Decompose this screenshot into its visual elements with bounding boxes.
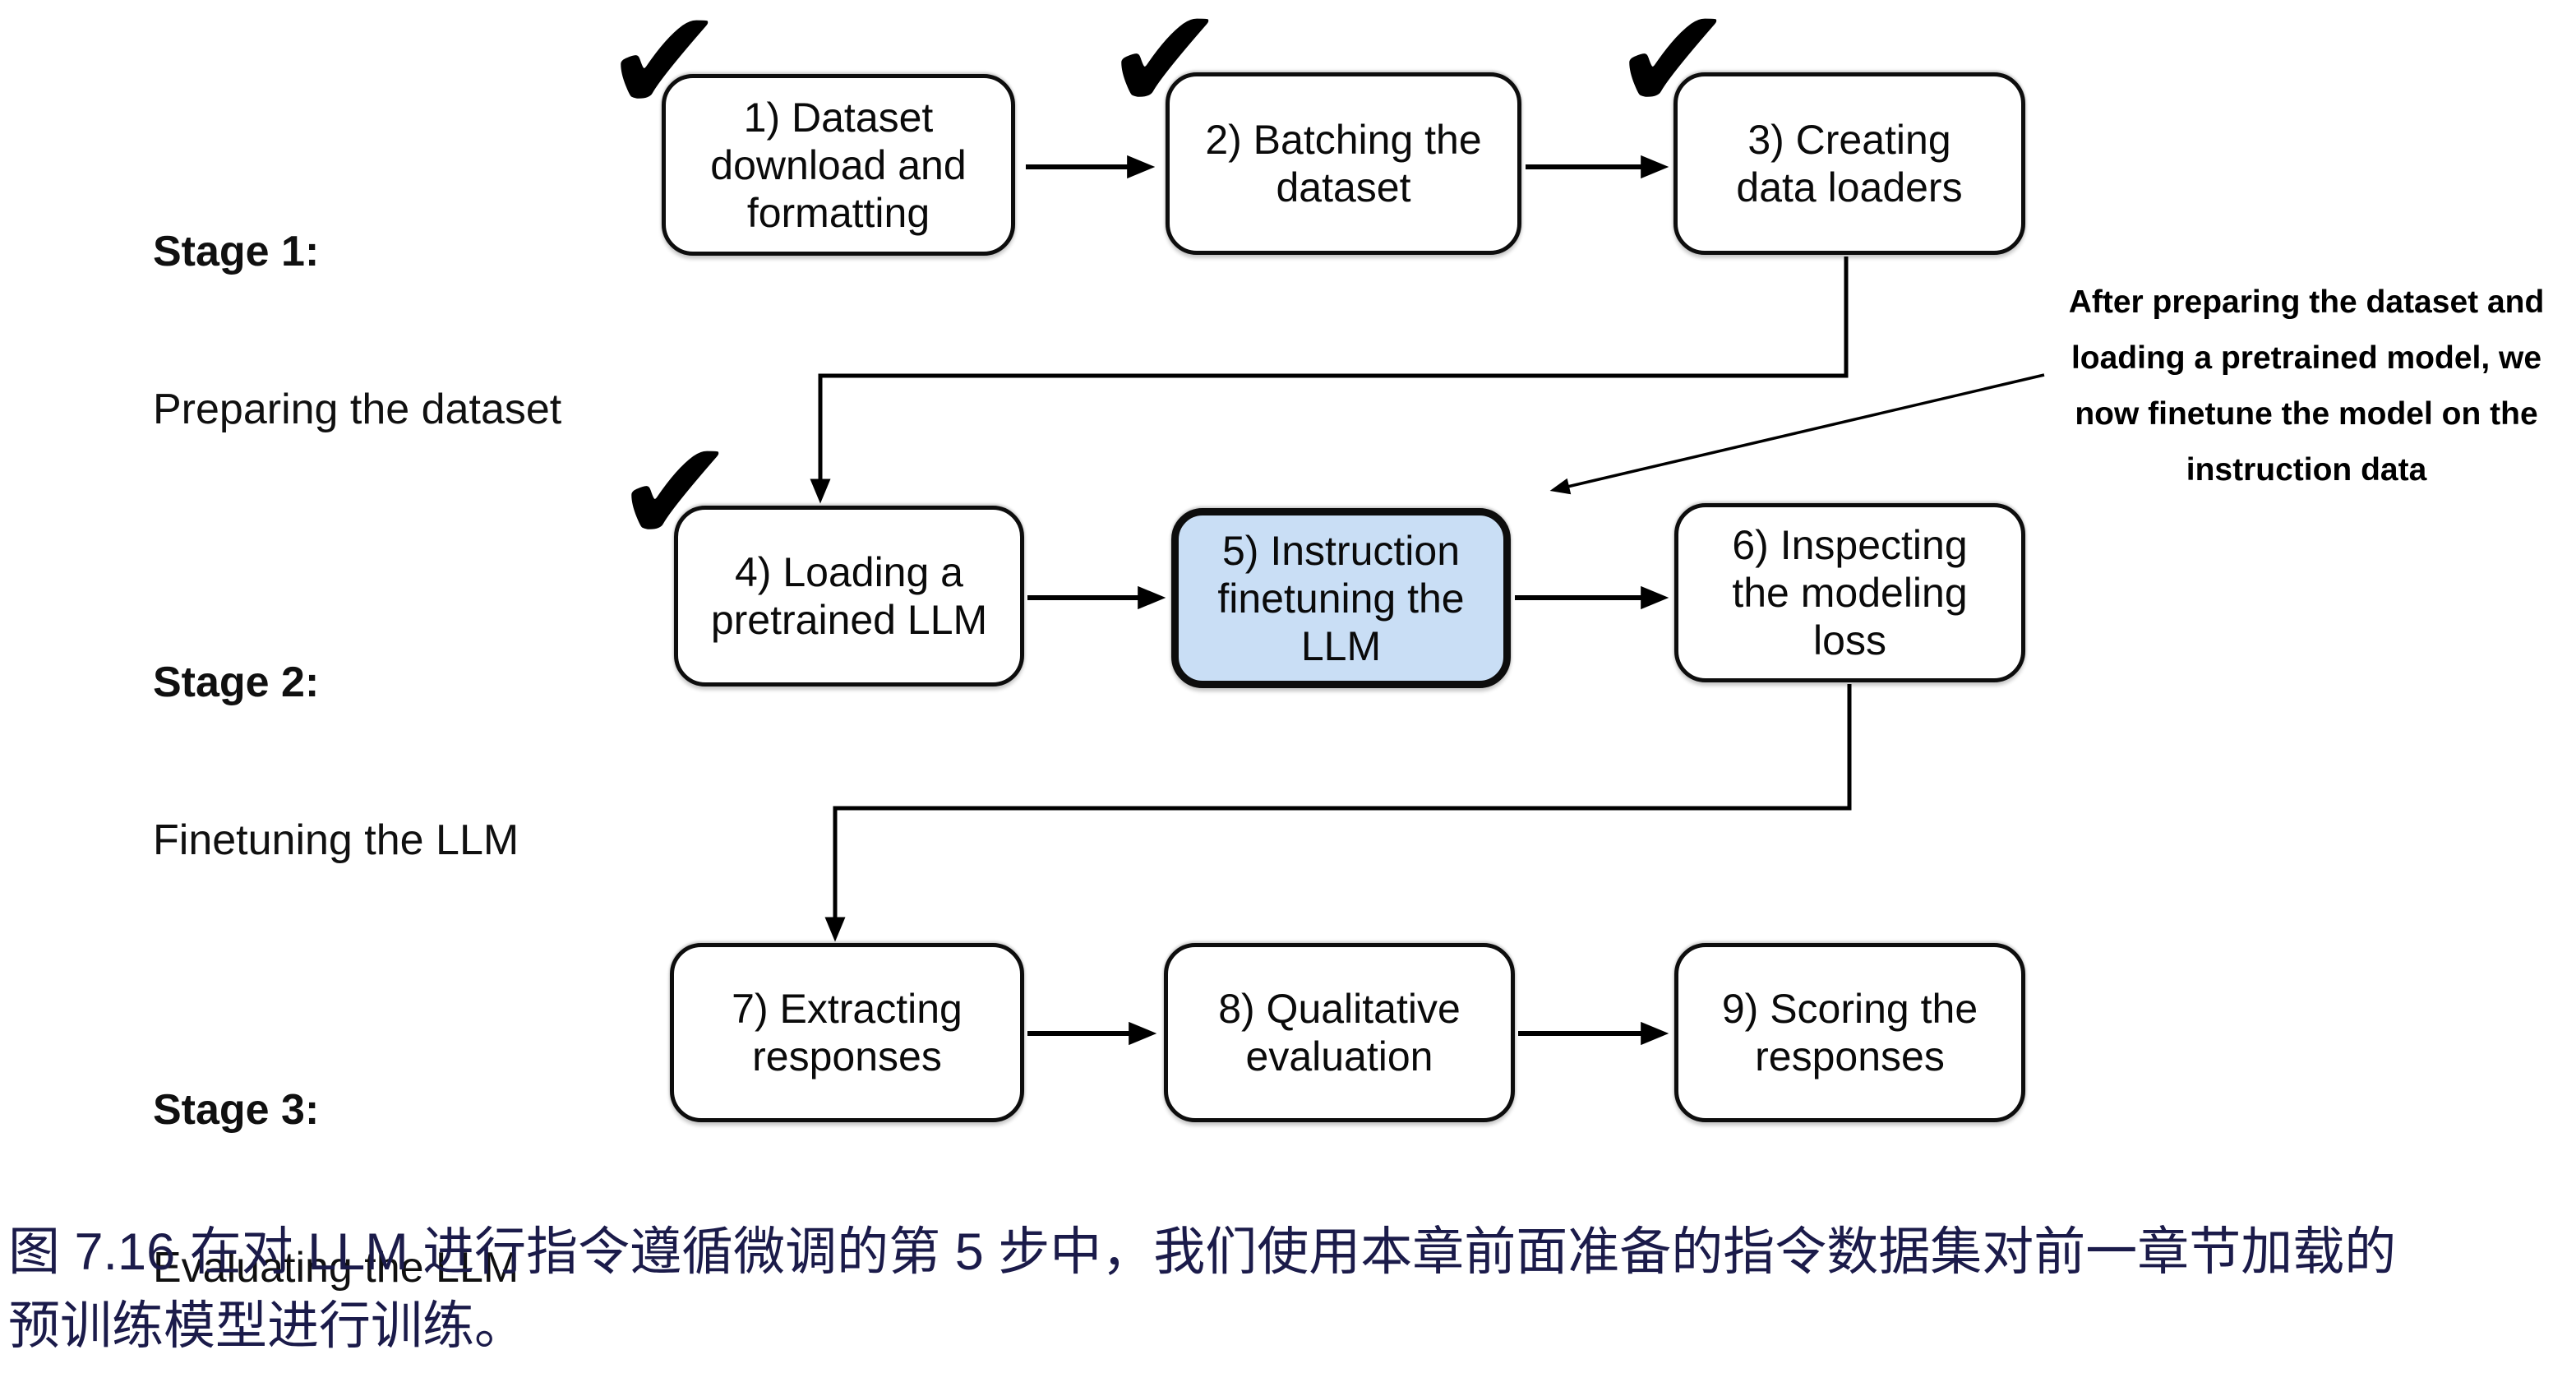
- connector-box6-box7: [824, 684, 1852, 942]
- checkmark-icon: ✔: [1613, 0, 1733, 144]
- annotation-arrow: [1549, 373, 2045, 495]
- flow-box-9-scoring-responses: 9) Scoring the responses: [1674, 943, 2025, 1122]
- box-1-label: 1) Dataset download and formatting: [710, 94, 967, 236]
- stage-3-title: Stage 3:: [153, 1086, 320, 1134]
- box-8-label: 8) Qualitative evaluation: [1218, 986, 1461, 1079]
- box-2-label: 2) Batching the dataset: [1205, 117, 1482, 210]
- flow-box-7-extracting-responses: 7) Extracting responses: [670, 943, 1024, 1122]
- stage-1-label: Stage 1: Preparing the dataset: [153, 120, 561, 541]
- flow-box-2-batching-dataset: 2) Batching the dataset: [1166, 72, 1521, 255]
- checkmark-icon: ✔: [1105, 0, 1226, 144]
- flow-box-8-qualitative-evaluation: 8) Qualitative evaluation: [1164, 943, 1515, 1122]
- connector-box3-box4: [810, 257, 1849, 504]
- box-4-label: 4) Loading a pretrained LLM: [710, 549, 988, 643]
- box-6-label: 6) Inspecting the modeling loss: [1732, 522, 1968, 663]
- stage-2-label: Stage 2: Finetuning the LLM: [153, 551, 519, 972]
- stage-3-label: Stage 3: Evaluating the LLM: [153, 978, 519, 1373]
- figure-caption: 图 7.16 在对 LLM 进行指令遵循微调的第 5 步中，我们使用本章前面准备…: [8, 1223, 2397, 1355]
- checkmark-icon: ✔: [615, 409, 736, 576]
- stage-2-title: Stage 2:: [153, 659, 320, 706]
- stage-2-subtitle: Finetuning the LLM: [153, 816, 519, 864]
- flow-box-3-creating-data-loaders: 3) Creating data loaders: [1673, 72, 2025, 255]
- box-3-label: 3) Creating data loaders: [1736, 117, 1963, 210]
- annotation-note: After preparing the dataset and loading …: [2068, 284, 2545, 488]
- flow-box-4-loading-pretrained-llm: 4) Loading a pretrained LLM: [674, 506, 1024, 686]
- stage-3-subtitle: Evaluating the LLM: [153, 1244, 519, 1292]
- box-9-label: 9) Scoring the responses: [1721, 986, 1978, 1079]
- stage-1-title: Stage 1:: [153, 228, 320, 275]
- flow-box-6-inspecting-loss: 6) Inspecting the modeling loss: [1674, 503, 2025, 682]
- flow-box-1-dataset-download: 1) Dataset download and formatting: [662, 74, 1015, 256]
- box-7-label: 7) Extracting responses: [732, 986, 963, 1079]
- box-5-label: 5) Instruction finetuning the LLM: [1217, 527, 1465, 669]
- flow-box-5-instruction-finetuning: 5) Instruction finetuning the LLM: [1171, 508, 1511, 688]
- checkmark-icon: ✔: [604, 0, 725, 146]
- stage-1-subtitle: Preparing the dataset: [153, 386, 562, 433]
